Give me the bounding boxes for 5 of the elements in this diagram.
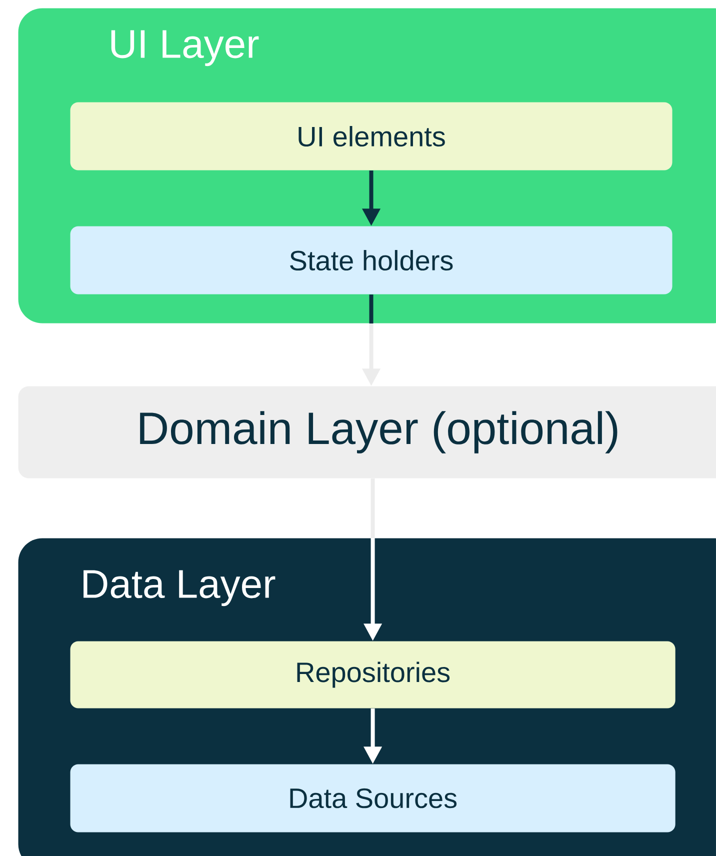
component-box: State holders xyxy=(70,226,672,294)
component-box: UI elements xyxy=(70,102,672,170)
component-box: Data Sources xyxy=(70,764,676,832)
layer-band: Domain Layer (optional) xyxy=(18,386,716,478)
component-box: Repositories xyxy=(70,641,676,708)
